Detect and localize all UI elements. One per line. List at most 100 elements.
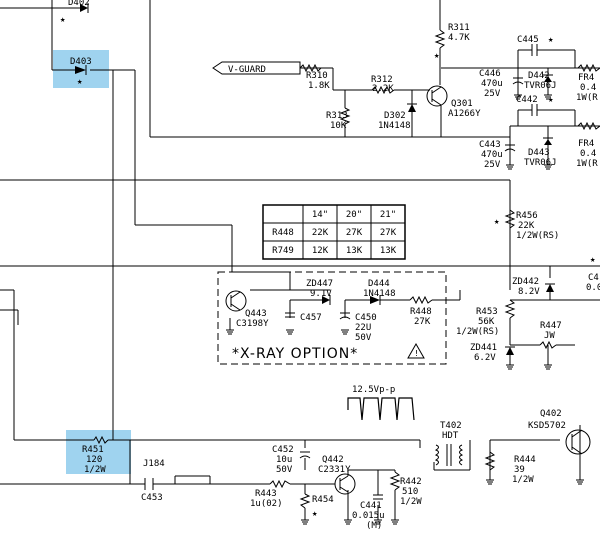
label-r311-1: 4.7K xyxy=(448,33,470,43)
option-table-header: 20" xyxy=(346,210,362,220)
label-fr-mid-2: 1W(R xyxy=(576,159,598,169)
label-r447-0: R447 xyxy=(540,321,562,331)
label-c441-2: (M) xyxy=(366,521,382,531)
label-xray-option: *X-RAY OPTION* xyxy=(232,346,358,362)
label-r310-0: R310 xyxy=(306,71,328,81)
option-table-cell: 22K xyxy=(312,228,329,238)
label-c443-0: C443 xyxy=(479,140,501,150)
safety-marks: ★ ★ ★ ★ ★ ★ ★ ★ ! xyxy=(60,15,596,519)
star-icon: ★ xyxy=(77,77,83,87)
option-table-header: 21" xyxy=(380,210,396,220)
label-q443-1: C3198Y xyxy=(236,319,269,329)
star-icon: ★ xyxy=(548,95,554,105)
option-table-cell: 13K xyxy=(380,246,397,256)
label-r310-1: 1.8K xyxy=(308,81,330,91)
labels: D402 D403 R311 4.7K C445 V-GUARD R310 1.… xyxy=(68,0,600,531)
label-d302-1: 1N4148 xyxy=(378,121,411,131)
label-j184: J184 xyxy=(143,459,165,469)
option-table-cell: 12K xyxy=(312,246,329,256)
warning-icon xyxy=(407,342,425,359)
label-r443-0: R443 xyxy=(255,489,277,499)
label-zd442-0: ZD442 xyxy=(512,277,539,287)
label-r451-1: 120 xyxy=(86,455,102,465)
label-c452-1: 10u xyxy=(276,455,292,465)
label-t402-0: T402 xyxy=(440,421,462,431)
label-q301-1: A1266Y xyxy=(448,109,481,119)
label-q442-0: Q442 xyxy=(322,455,344,465)
label-zd441-1: 6.2V xyxy=(474,353,496,363)
label-zd447-1: 9.1V xyxy=(310,289,332,299)
label-c442: C442 xyxy=(516,95,538,105)
label-r453-2: 1/2W(RS) xyxy=(456,327,499,337)
label-c452-0: C452 xyxy=(272,445,294,455)
label-c445: C445 xyxy=(517,35,539,45)
label-r448b-1: 27K xyxy=(414,317,431,327)
label-r313-0: R313 xyxy=(326,111,348,121)
star-icon: ★ xyxy=(548,35,554,45)
label-r456-1: 22K xyxy=(518,221,535,231)
label-r444-1: 39 xyxy=(514,465,525,475)
label-r312-1: 2.2K xyxy=(372,84,394,94)
label-r311-0: R311 xyxy=(448,23,470,33)
label-d402: D402 xyxy=(68,0,90,8)
star-icon: ★ xyxy=(434,51,440,61)
label-c450-0: C450 xyxy=(355,313,377,323)
label-c450-2: 50V xyxy=(355,333,372,343)
label-r443-1: 1u(02) xyxy=(250,499,283,509)
label-fr-mid-0: FR4 xyxy=(578,139,594,149)
label-q301-0: Q301 xyxy=(451,99,473,109)
label-c443-1: 470u xyxy=(481,150,503,160)
label-r453-1: 56K xyxy=(478,317,495,327)
label-c4-right-1: 0.0 xyxy=(586,283,600,293)
label-vpp: 12.5Vp-p xyxy=(352,385,395,395)
label-r456-2: 1/2W(RS) xyxy=(516,231,559,241)
label-c441-1: 0.015u xyxy=(352,511,385,521)
option-table-cell: 13K xyxy=(346,246,363,256)
label-r442-0: R442 xyxy=(400,477,422,487)
label-d444-1: 1N4148 xyxy=(363,289,396,299)
label-c441-0: C441 xyxy=(360,501,382,511)
label-fr-top-0: FR4 xyxy=(578,73,594,83)
label-q402-1: KSD5702 xyxy=(528,421,566,431)
r451-highlight xyxy=(66,430,131,474)
components xyxy=(75,3,600,525)
label-r313-1: 10K xyxy=(330,121,347,131)
label-c443-2: 25V xyxy=(484,160,501,170)
label-zd442-1: 8.2V xyxy=(518,287,540,297)
label-r444-2: 1/2W xyxy=(512,475,534,485)
label-r451-0: R451 xyxy=(82,445,104,455)
option-table-cell: 27K xyxy=(380,228,397,238)
label-c446-2: 25V xyxy=(484,89,501,99)
label-d443-0: D443 xyxy=(528,148,550,158)
label-t402-1: HDT xyxy=(442,431,459,441)
label-c450-1: 22U xyxy=(355,323,371,333)
label-zd447-0: ZD447 xyxy=(306,279,333,289)
option-table-cell: R749 xyxy=(272,246,294,256)
label-fr-mid-1: 0.4 xyxy=(580,149,596,159)
label-r312-0: R312 xyxy=(371,75,393,85)
star-icon: ★ xyxy=(312,509,318,519)
label-zd441-0: ZD441 xyxy=(470,343,497,353)
option-table-border xyxy=(262,204,406,260)
label-d444-0: D444 xyxy=(368,279,390,289)
label-fr-top-2: 1W(R xyxy=(576,93,598,103)
label-c446-1: 470u xyxy=(481,79,503,89)
wires xyxy=(0,0,600,520)
label-fr-top-1: 0.4 xyxy=(580,83,596,93)
label-q442-1: C2331Y xyxy=(318,465,351,475)
label-r444-0: R444 xyxy=(514,455,536,465)
label-c4-right-0: C4 xyxy=(588,273,599,283)
option-table-header: 14" xyxy=(312,210,328,220)
label-d442-1: TVR06J xyxy=(524,81,557,91)
label-r454: R454 xyxy=(312,495,334,505)
label-r451-2: 1/2W xyxy=(84,465,106,475)
label-c446-0: C446 xyxy=(479,69,501,79)
option-table-cell: 27K xyxy=(346,228,363,238)
star-icon: ★ xyxy=(60,15,66,25)
label-d302-0: D302 xyxy=(384,111,406,121)
label-q443-0: Q443 xyxy=(245,309,267,319)
label-d442-0: D442 xyxy=(528,71,550,81)
label-c453: C453 xyxy=(141,493,163,503)
